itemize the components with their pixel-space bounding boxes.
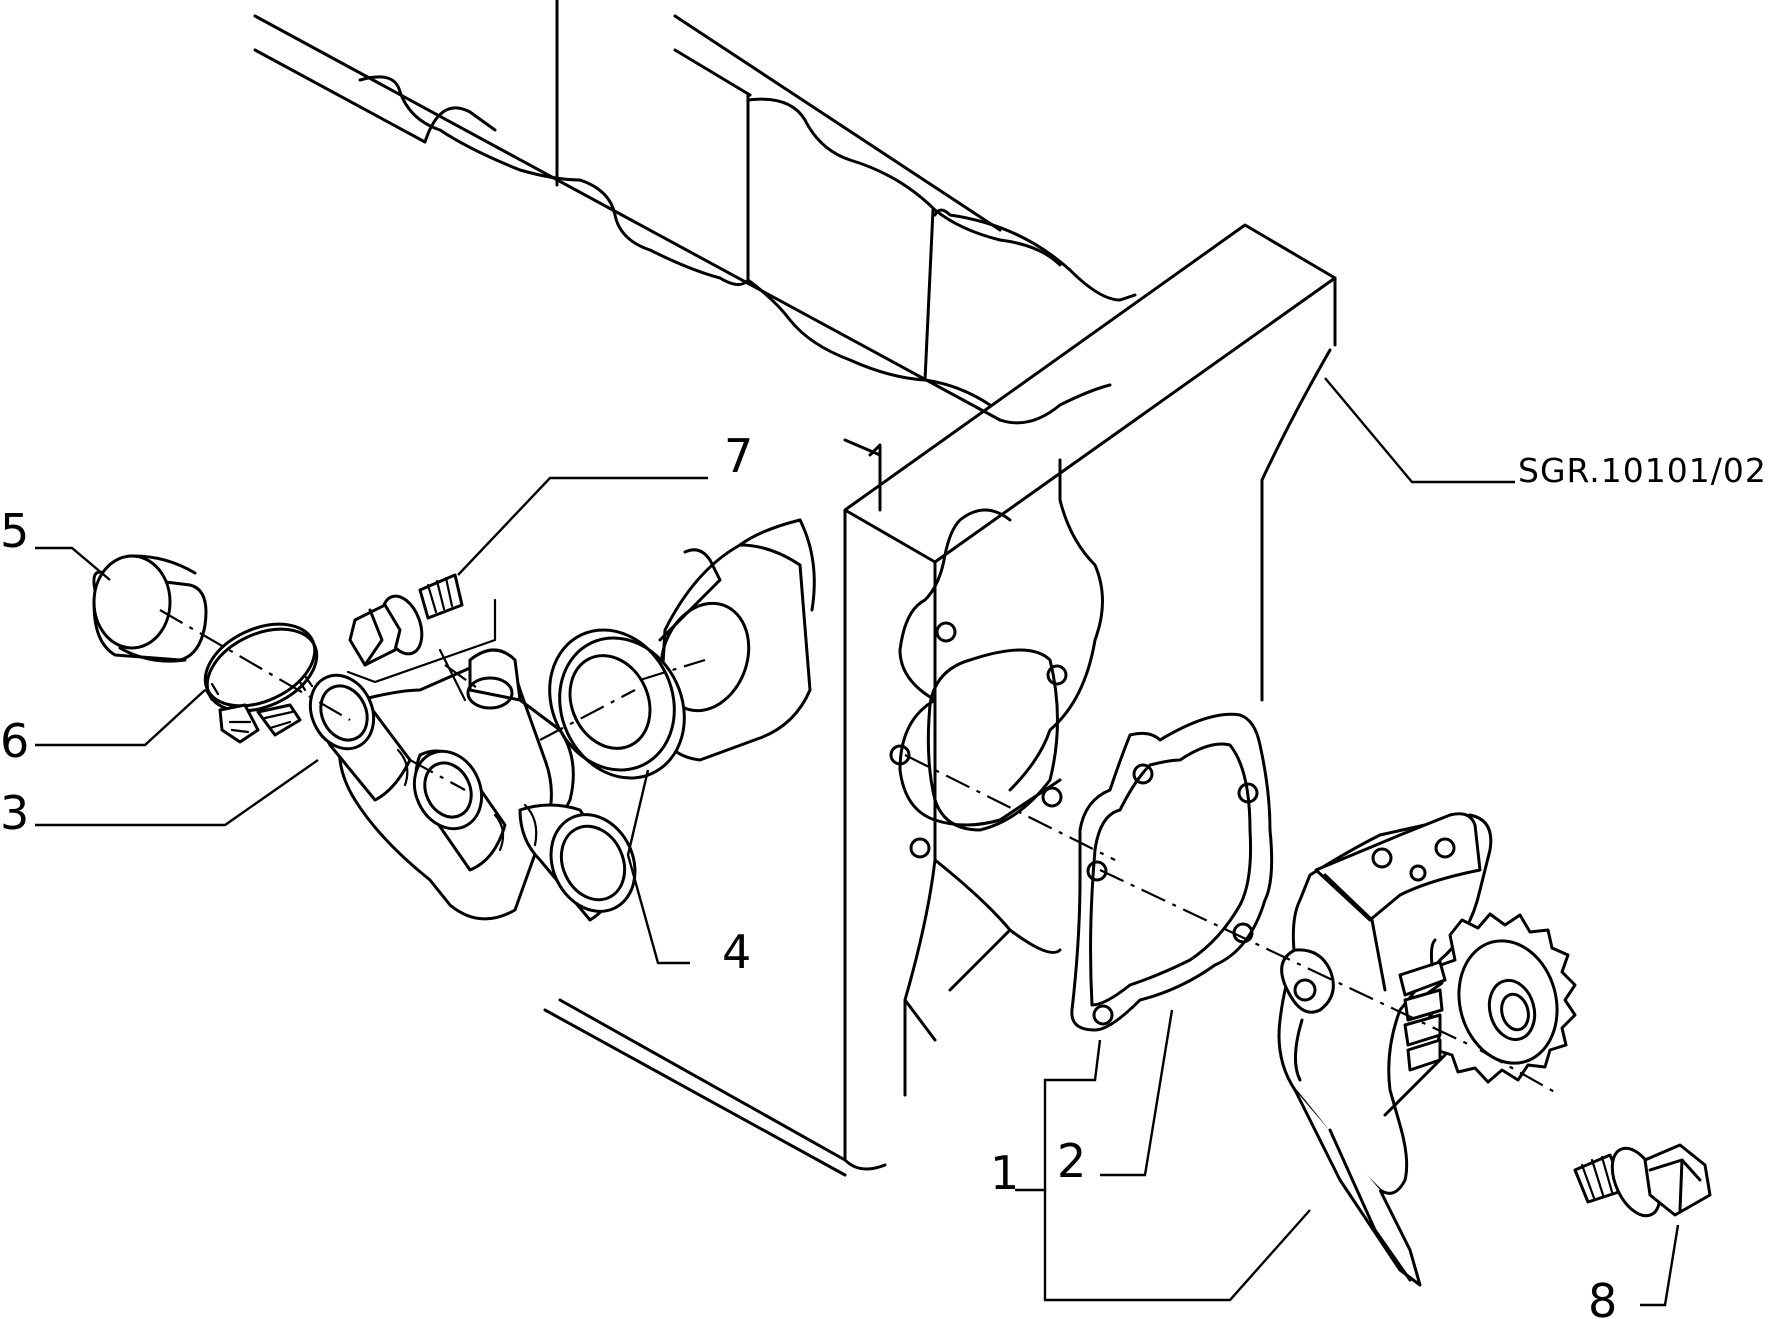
callout-2: 2 [1057,1134,1086,1188]
water-pump-gasket [1070,712,1274,1032]
hose-outlet-fitting [308,648,637,922]
callout-7: 7 [724,429,753,483]
callout-leaders [35,377,1680,1307]
bolt-7-guide [346,598,497,702]
hose-clamp [203,622,319,744]
callout-4: 4 [722,925,751,979]
water-pump [1277,812,1577,1287]
callout-8: 8 [1588,1274,1617,1319]
seal-ring [548,628,686,780]
callout-5: 5 [0,504,29,558]
pump-bolt-8 [1573,1143,1712,1218]
flange-bolt-7 [348,573,464,667]
assembly-centerlines [159,609,1561,1096]
callout-1: 1 [990,1146,1019,1200]
drawing-reference-code: SGR.10101/02 [1518,451,1767,490]
block-outlet-flange [658,518,816,762]
hose-cap [92,554,208,663]
pump-sprocket [1398,912,1577,1084]
callout-3: 3 [0,786,29,840]
callout-6: 6 [0,714,29,768]
engine-block [253,0,1337,1177]
